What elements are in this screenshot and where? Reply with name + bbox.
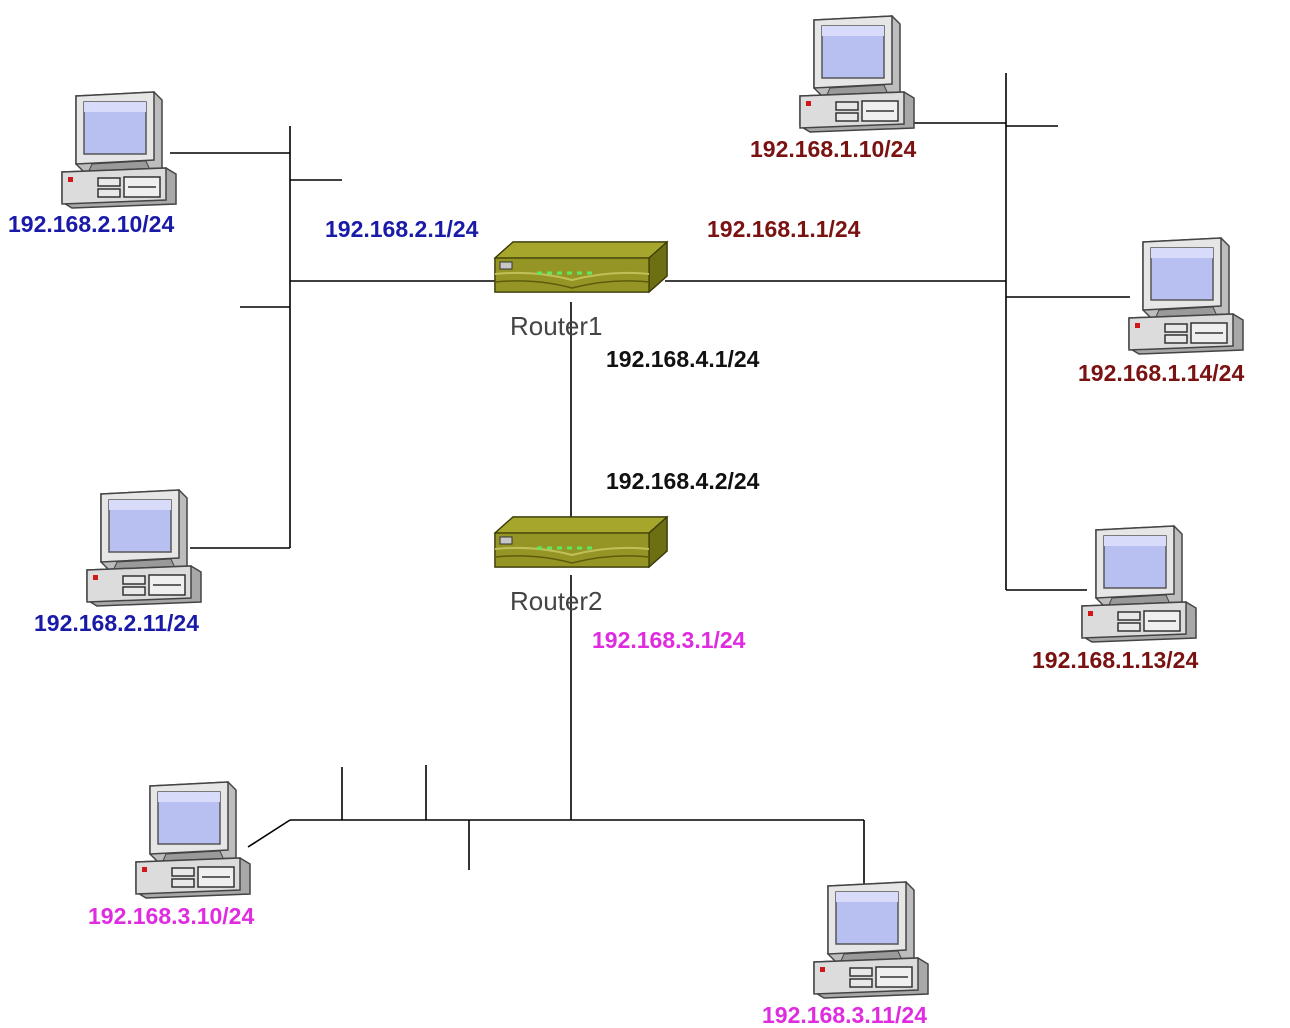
interface-label-r2-net4: 192.168.4.2/24 xyxy=(606,468,760,494)
interface-label-r1-net4: 192.168.4.1/24 xyxy=(606,346,760,372)
router-2: Router2 xyxy=(495,517,667,616)
host-192-168-1-10: 192.168.1.10/24 xyxy=(750,16,916,162)
router-icon xyxy=(495,242,667,292)
router-1: Router1 xyxy=(495,242,667,341)
host-192-168-3-11: 192.168.3.11/24 xyxy=(762,882,928,1028)
host-ip-label: 192.168.2.11/24 xyxy=(34,610,199,636)
host-192-168-2-11: 192.168.2.11/24 xyxy=(34,490,201,636)
desktop-computer-icon xyxy=(1129,238,1243,354)
router-name: Router1 xyxy=(510,311,603,341)
host-192-168-2-10: 192.168.2.10/24 xyxy=(8,92,176,237)
host-192-168-3-10: 192.168.3.10/24 xyxy=(88,782,254,929)
interface-label-r1-net2: 192.168.2.1/24 xyxy=(325,216,479,242)
router-icon xyxy=(495,517,667,567)
desktop-computer-icon xyxy=(87,490,201,606)
host-192-168-1-14: 192.168.1.14/24 xyxy=(1078,238,1244,386)
router-name: Router2 xyxy=(510,586,603,616)
desktop-computer-icon xyxy=(136,782,250,898)
desktop-computer-icon xyxy=(800,16,914,132)
host-ip-label: 192.168.3.10/24 xyxy=(88,903,254,929)
host-ip-label: 192.168.2.10/24 xyxy=(8,211,174,237)
desktop-computer-icon xyxy=(1082,526,1196,642)
host-ip-label: 192.168.1.10/24 xyxy=(750,136,916,162)
link-host-3-10 xyxy=(248,820,290,847)
interface-label-r2-net3: 192.168.3.1/24 xyxy=(592,627,746,653)
desktop-computer-icon xyxy=(814,882,928,998)
host-192-168-1-13: 192.168.1.13/24 xyxy=(1032,526,1198,673)
host-ip-label: 192.168.3.11/24 xyxy=(762,1002,927,1028)
desktop-computer-icon xyxy=(62,92,176,208)
host-ip-label: 192.168.1.13/24 xyxy=(1032,647,1198,673)
interface-label-r1-net1: 192.168.1.1/24 xyxy=(707,216,861,242)
host-ip-label: 192.168.1.14/24 xyxy=(1078,360,1244,386)
